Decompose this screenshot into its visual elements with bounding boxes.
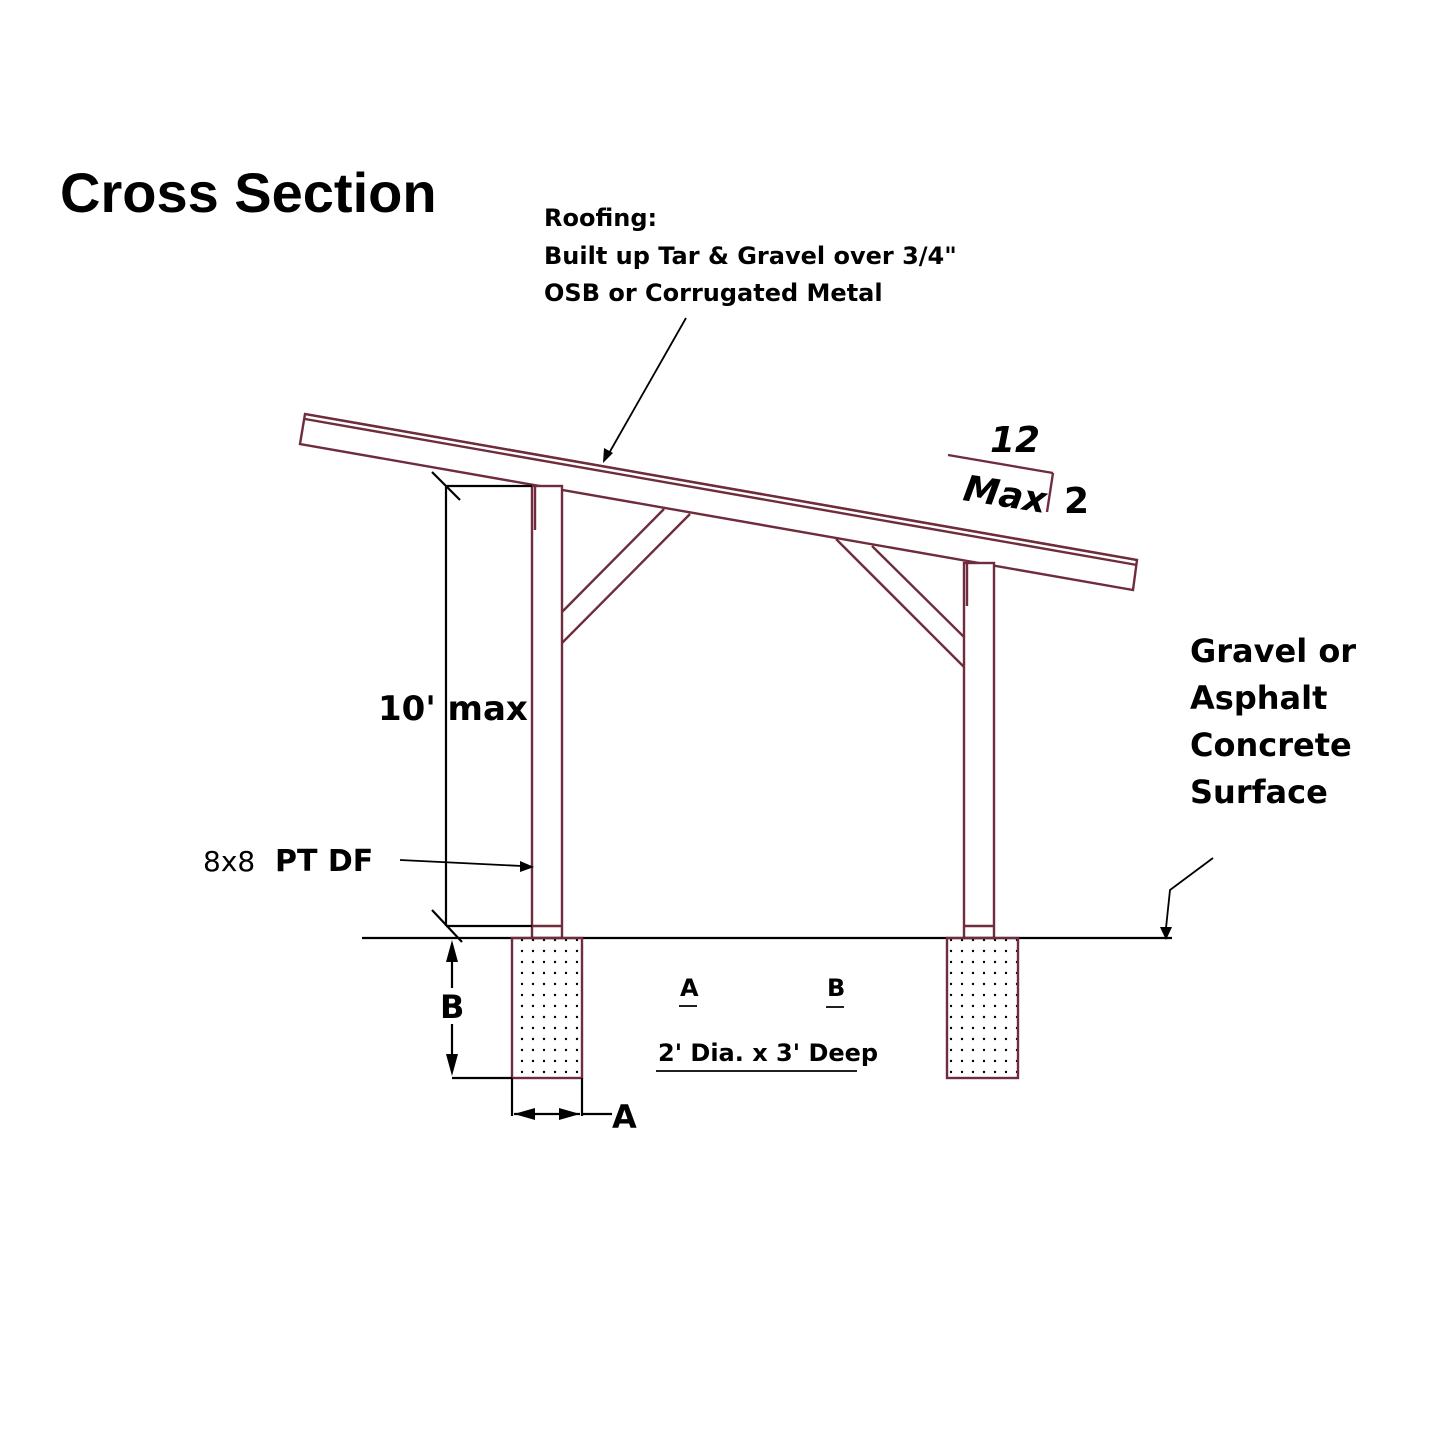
- slope-run: 12: [990, 420, 1040, 461]
- roofing-note-line1: Roofing:: [544, 204, 657, 232]
- surface-leader-arrow-icon: [1160, 927, 1172, 940]
- roofing-note-line3: OSB or Corrugated Metal: [544, 279, 883, 307]
- surface-note-line4: Surface: [1190, 773, 1328, 811]
- surface-note-line1: Gravel or: [1190, 632, 1356, 670]
- post-label: 8x8 PT DF: [203, 844, 534, 879]
- left-knee-brace: [561, 508, 691, 644]
- surface-note-line3: Concrete: [1190, 726, 1352, 764]
- left-post: [530, 484, 564, 940]
- page-title: Cross Section: [60, 161, 437, 224]
- left-footing: [510, 936, 584, 1080]
- height-dimension-label: 10' max: [378, 689, 528, 729]
- roofing-leader-line: [607, 317, 687, 456]
- footing-width-dimension: A: [510, 1078, 637, 1136]
- roofing-note: Roofing: Built up Tar & Gravel over 3/4"…: [544, 204, 957, 463]
- height-dimension: 10' max: [376, 471, 532, 943]
- roof-beam: [298, 412, 1139, 592]
- dim-a-label: A: [612, 1098, 637, 1136]
- roofing-note-line2: Built up Tar & Gravel over 3/4": [544, 242, 957, 270]
- slope-qualifier: Max: [961, 468, 1051, 522]
- footing-depth-dimension: B: [438, 940, 512, 1080]
- post-material: PT DF: [275, 844, 373, 879]
- dim-b-label: B: [440, 988, 464, 1026]
- right-post: [962, 561, 996, 940]
- footing-header-b: B: [827, 974, 845, 1002]
- surface-note-line2: Asphalt: [1190, 679, 1327, 717]
- post-size: 8x8: [203, 845, 255, 878]
- footing-spec: A B 2' Dia. x 3' Deep: [656, 974, 878, 1072]
- right-knee-brace: [835, 538, 965, 668]
- footing-header-a: A: [680, 974, 699, 1002]
- dim-b-arrow-down-icon: [446, 1054, 458, 1076]
- slope-indicator: 12 Max 2: [947, 420, 1089, 522]
- dim-a-arrow-right-icon: [559, 1108, 580, 1120]
- surface-note: Gravel or Asphalt Concrete Surface: [1160, 632, 1356, 940]
- dim-b-arrow-up-icon: [446, 940, 458, 962]
- slope-rise: 2: [1064, 481, 1089, 522]
- dim-a-arrow-left-icon: [514, 1108, 535, 1120]
- right-footing: [945, 936, 1020, 1080]
- roofing-leader-arrow-icon: [603, 448, 613, 463]
- footing-spec-text: 2' Dia. x 3' Deep: [658, 1039, 878, 1067]
- post-leader-arrow-icon: [520, 861, 534, 872]
